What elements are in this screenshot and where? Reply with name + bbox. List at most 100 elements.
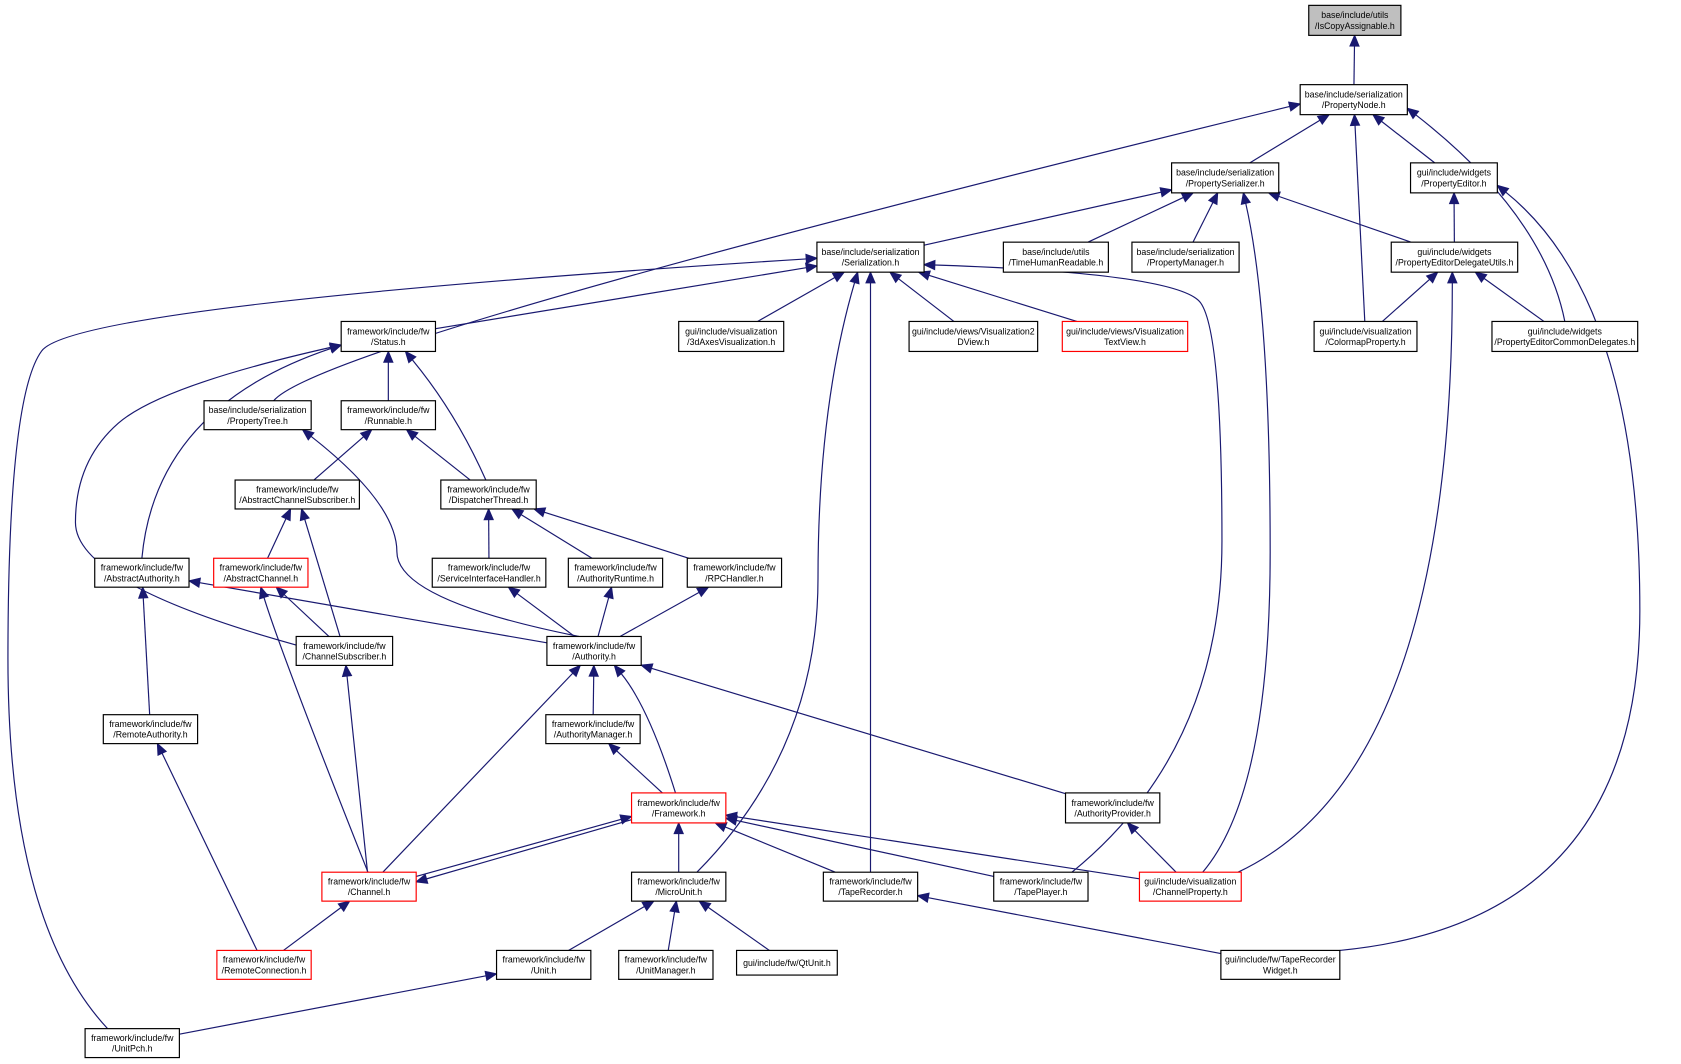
node-property-editor-common-delegates[interactable]: gui/include/widgets/PropertyEditorCommon… — [1491, 320, 1639, 353]
node-tape-player[interactable]: framework/include/fw/TapePlayer.h — [993, 871, 1089, 902]
edge-3d-axes-visualization-to-serialization — [757, 271, 846, 322]
edge-remote-connection-to-channel — [283, 900, 351, 951]
node-rpchandler[interactable]: framework/include/fw/RPCHandler.h — [686, 557, 783, 588]
node-authority-manager[interactable]: framework/include/fw/AuthorityManager.h — [545, 714, 641, 745]
edge-line — [520, 514, 593, 559]
arrowhead-icon — [137, 585, 149, 599]
node-label-line: /ColormapProperty.h — [1325, 337, 1405, 347]
node-abstract-channel[interactable]: framework/include/fw/AbstractChannel.h — [213, 557, 309, 588]
arrowhead-icon — [532, 507, 547, 518]
arrowhead-icon — [804, 262, 819, 274]
node-unit-pch[interactable]: framework/include/fw/UnitPch.h — [84, 1028, 180, 1059]
node-label-line: framework/include/fw — [693, 563, 776, 573]
node-channel[interactable]: framework/include/fw/Channel.h — [321, 871, 417, 902]
edge-line — [707, 906, 770, 951]
edge-line — [1354, 125, 1366, 322]
node-authority-provider[interactable]: framework/include/fw/AuthorityProvider.h — [1064, 792, 1161, 824]
node-unit-manager[interactable]: framework/include/fw/UnitManager.h — [618, 949, 714, 980]
node-box — [1138, 871, 1242, 902]
arrowhead-icon — [613, 664, 626, 678]
node-micro-unit[interactable]: framework/include/fw/MicroUnit.h — [630, 871, 727, 902]
arrowhead-icon — [341, 664, 353, 678]
arrowhead-icon — [404, 350, 417, 364]
edge-unit-to-micro-unit — [568, 900, 655, 951]
node-time-human-readable[interactable]: base/include/utils/TimeHumanReadable.h — [1002, 241, 1109, 273]
node-unit[interactable]: framework/include/fw/Unit.h — [495, 949, 592, 980]
node-property-tree[interactable]: base/include/serialization/PropertyTree.… — [203, 400, 312, 431]
edge-line — [313, 436, 365, 481]
node-colormap-property[interactable]: gui/include/visualization/ColormapProper… — [1313, 320, 1418, 353]
node-property-node[interactable]: base/include/serialization/PropertyNode.… — [1299, 84, 1408, 116]
edge-line — [934, 264, 1223, 873]
arrowhead-icon — [724, 811, 738, 823]
arrowhead-icon — [805, 253, 819, 265]
node-3d-axes-visualization[interactable]: gui/include/visualization/3dAxesVisualiz… — [678, 320, 785, 353]
node-label-line: /AbstractChannelSubscriber.h — [239, 495, 355, 505]
node-tape-recorder[interactable]: framework/include/fw/TapeRecorder.h — [822, 871, 919, 902]
edge-line — [597, 597, 610, 637]
arrowhead-icon — [922, 259, 936, 271]
edge-line — [568, 905, 645, 951]
node-authority[interactable]: framework/include/fw/Authority.h — [546, 635, 642, 666]
node-label-line: gui/include/widgets — [1417, 168, 1492, 178]
node-label-line: Widget.h — [1263, 965, 1298, 975]
node-label-line: framework/include/fw — [91, 1033, 174, 1043]
edge-visualization-text-view-to-serialization — [917, 270, 1078, 323]
edge-channel-subscriber-to-abstract-channel — [275, 586, 330, 637]
node-dispatcher-thread[interactable]: framework/include/fw/DispatcherThread.h — [440, 479, 537, 510]
node-label-line: /DispatcherThread.h — [449, 495, 529, 505]
arrowhead-icon — [484, 970, 498, 982]
node-abstract-authority[interactable]: framework/include/fw/AbstractAuthority.h — [94, 557, 190, 588]
edge-dispatcher-thread-to-status — [404, 350, 487, 481]
arrowhead-icon — [865, 270, 876, 284]
arrowhead-icon — [603, 585, 614, 600]
edge-property-manager-to-property-serializer — [1192, 191, 1219, 243]
edge-property-editor-common-delegates-to-property-editor-delegate-utils — [1474, 271, 1545, 322]
node-framework[interactable]: framework/include/fw/Framework.h — [630, 792, 727, 824]
node-serialization[interactable]: base/include/serialization/Serialization… — [816, 241, 925, 273]
node-label-line: /TapePlayer.h — [1014, 887, 1067, 897]
node-label-line: /3dAxesVisualization.h — [687, 337, 775, 347]
arrowhead-icon — [849, 270, 860, 285]
node-abstract-channel-subscriber[interactable]: framework/include/fw/AbstractChannelSubs… — [234, 479, 360, 510]
edge-serialization-to-property-serializer — [923, 187, 1173, 246]
arrowhead-icon — [1180, 192, 1195, 203]
node-qt-unit[interactable]: gui/include/fw/QtUnit.h — [735, 949, 838, 976]
edge-abstract-authority-to-status — [141, 343, 343, 559]
node-label-line: /PropertyEditorDelegateUtils.h — [1396, 258, 1514, 268]
arrowhead-icon — [510, 508, 525, 520]
node-runnable[interactable]: framework/include/fw/Runnable.h — [340, 400, 437, 431]
node-visualization-text-view[interactable]: gui/include/views/VisualizationTextView.… — [1061, 320, 1189, 353]
edge-authority-manager-to-authority — [588, 664, 600, 715]
node-property-manager[interactable]: base/include/serialization/PropertyManag… — [1131, 241, 1240, 273]
node-service-interface-handler[interactable]: framework/include/fw/ServiceInterfaceHan… — [431, 557, 547, 588]
edge-channel-to-abstract-channel — [259, 585, 369, 873]
node-remote-connection[interactable]: framework/include/fw/RemoteConnection.h — [216, 949, 312, 980]
node-label-line: TextView.h — [1104, 337, 1146, 347]
edge-framework-to-channel — [414, 819, 632, 884]
edge-unit-manager-to-micro-unit — [667, 899, 680, 951]
node-box — [94, 557, 190, 588]
node-status[interactable]: framework/include/fw/Status.h — [340, 320, 437, 353]
edge-line — [544, 511, 690, 559]
node-channel-property[interactable]: gui/include/visualization/ChannelPropert… — [1138, 871, 1242, 902]
node-box — [1171, 162, 1280, 194]
node-channel-subscriber[interactable]: framework/include/fw/ChannelSubscriber.h — [295, 635, 394, 666]
arrowhead-icon — [639, 663, 654, 674]
node-property-editor-delegate-utils[interactable]: gui/include/widgets/PropertyEditorDelega… — [1390, 241, 1519, 273]
node-remote-authority[interactable]: framework/include/fw/RemoteAuthority.h — [102, 714, 199, 745]
node-box — [295, 635, 394, 666]
node-authority-runtime[interactable]: framework/include/fw/AuthorityRuntime.h — [567, 557, 664, 588]
arrowhead-icon — [607, 742, 621, 756]
node-property-editor[interactable]: gui/include/widgets/PropertyEditor.h — [1409, 162, 1498, 194]
node-box — [630, 871, 727, 902]
node-box — [213, 557, 309, 588]
node-property-serializer[interactable]: base/include/serialization/PropertySeria… — [1171, 162, 1280, 194]
node-box — [340, 400, 437, 431]
node-box — [440, 479, 537, 510]
node-box — [822, 871, 919, 902]
node-label-line: gui/include/visualization — [685, 326, 777, 336]
